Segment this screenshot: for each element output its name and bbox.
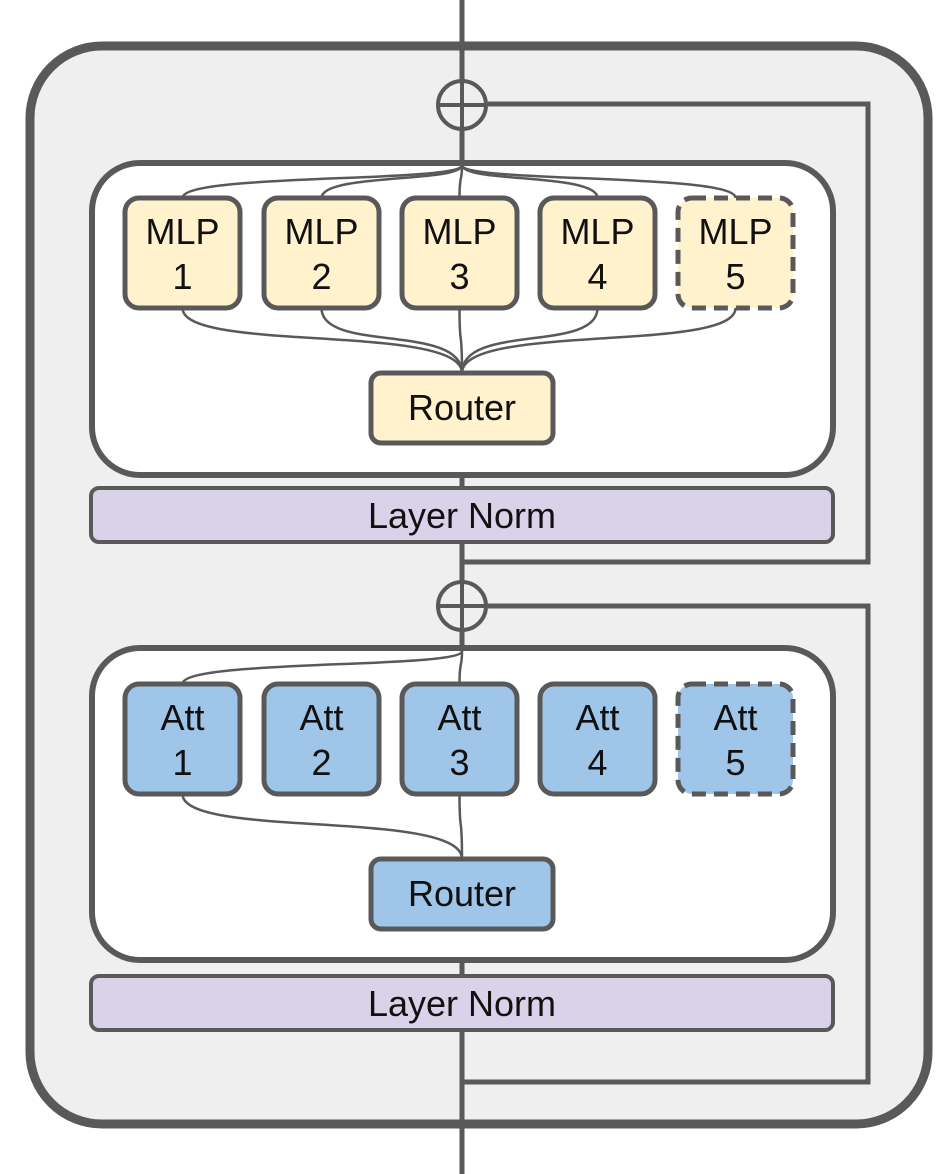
mlp-connectors <box>181 163 737 374</box>
att-expert-box <box>261 681 382 797</box>
mlp-route-link-4 <box>460 307 599 374</box>
mlp-output-link-4 <box>460 164 599 199</box>
mlp-layer-norm: Layer Norm <box>89 486 835 544</box>
att-router-box <box>368 856 556 932</box>
att-expert-index: 5 <box>725 742 745 783</box>
mlp-expert-name: MLP <box>560 211 634 252</box>
mlp-output-link-5 <box>460 163 737 199</box>
mlp-expert-index: 2 <box>311 256 331 297</box>
att-expert-index: 3 <box>449 742 469 783</box>
att-expert-box <box>675 681 796 797</box>
mlp-expert-box <box>261 195 382 311</box>
mlp-route-link-5 <box>460 307 737 374</box>
att-expert-name: Att <box>299 697 343 738</box>
att-output-link-1 <box>181 649 464 685</box>
mlp-expert-index: 4 <box>587 256 607 297</box>
mlp-expert-name: MLP <box>698 211 772 252</box>
att-router: Router <box>368 856 556 932</box>
mlp-router: Router <box>368 370 556 446</box>
mlp-output-link-3 <box>458 164 464 199</box>
mlp-route-link-1 <box>181 307 464 374</box>
att-layer-norm-label: Layer Norm <box>368 983 556 1024</box>
att-expert-name: Att <box>437 697 481 738</box>
att-expert-index: 2 <box>311 742 331 783</box>
att-expert-box <box>537 681 658 797</box>
att-residual-skip <box>462 603 871 1085</box>
att-expert-name: Att <box>575 697 619 738</box>
att-expert-index: 4 <box>587 742 607 783</box>
mlp-output-link-1 <box>181 163 464 199</box>
att-layer-norm: Layer Norm <box>89 974 835 1032</box>
mlp-router-box <box>368 370 556 446</box>
mlp-expert-name: MLP <box>284 211 358 252</box>
mlp-expert-box <box>537 195 658 311</box>
mlp-expert-index: 3 <box>449 256 469 297</box>
mlp-output-link-2 <box>320 164 464 199</box>
mlp-expert-box <box>122 195 243 311</box>
att-sum-node <box>436 580 488 632</box>
att-connectors <box>181 649 464 860</box>
mlp-expert-name: MLP <box>145 211 219 252</box>
att-expert-index: 1 <box>172 742 192 783</box>
mlp-layer-norm-box <box>89 486 835 544</box>
mlp-expert-box <box>399 195 520 311</box>
mlp-expert-index: 5 <box>725 256 745 297</box>
att-layer-norm-box <box>89 974 835 1032</box>
mlp-expert-name: MLP <box>422 211 496 252</box>
att-route-link-1 <box>181 793 464 860</box>
att-route-link-3 <box>458 793 464 860</box>
mlp-layer-norm-label: Layer Norm <box>368 495 556 536</box>
att-output-link-3 <box>458 650 464 685</box>
att-expert-name: Att <box>713 697 757 738</box>
att-expert-name: Att <box>160 697 204 738</box>
att-expert-box <box>122 681 243 797</box>
mlp-sum-node <box>436 79 488 131</box>
mlp-route-link-2 <box>320 307 464 374</box>
att-expert-box <box>399 681 520 797</box>
mlp-expert-box <box>675 195 796 311</box>
mlp-residual-skip <box>462 101 871 565</box>
att-router-label: Router <box>408 873 516 914</box>
mlp-route-link-3 <box>458 307 464 374</box>
mlp-expert-index: 1 <box>172 256 192 297</box>
mlp-router-label: Router <box>408 387 516 428</box>
